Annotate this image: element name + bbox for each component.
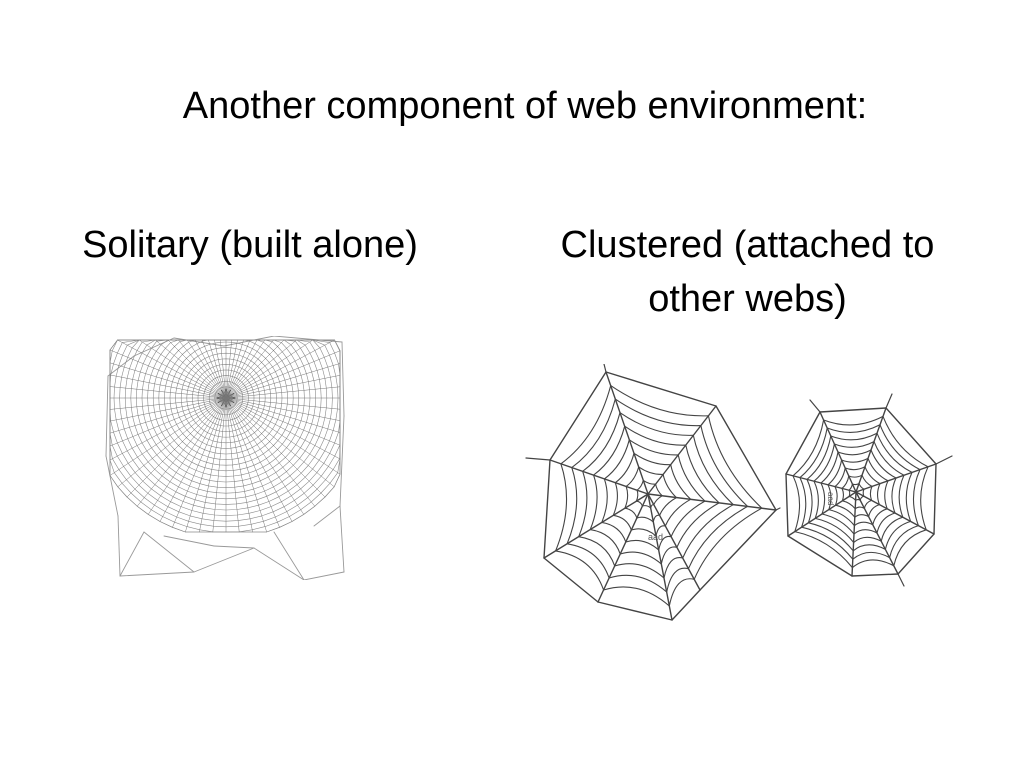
web-label: aad <box>648 532 663 542</box>
solitary-heading: Solitary (built alone) <box>82 224 418 266</box>
orb-web-solitary-icon <box>105 336 345 580</box>
web-label: aad <box>826 492 835 505</box>
solitary-web-figure <box>104 336 348 580</box>
slide-title: Another component of web environment: <box>182 85 868 127</box>
clustered-webs-figure: aad aad <box>520 364 960 626</box>
clustered-heading: Clustered (attached to other webs) <box>560 224 935 320</box>
orb-webs-clustered-icon: aad aad <box>525 364 953 621</box>
